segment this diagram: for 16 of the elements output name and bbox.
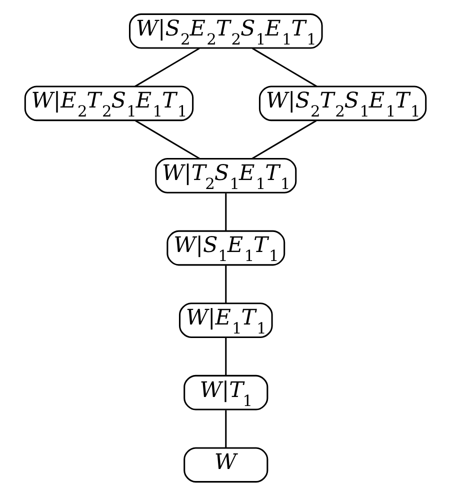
connector xyxy=(134,48,200,88)
connector xyxy=(225,338,227,376)
node-box: W|S$_{2}$T$_{2}$S$_{1}$E$_{1}$T$_{1}$ xyxy=(258,86,427,122)
node-box: W|S$_{1}$E$_{1}$T$_{1}$ xyxy=(166,230,286,266)
connector xyxy=(225,410,227,448)
node-box: W|T$_{2}$S$_{1}$E$_{1}$T$_{1}$ xyxy=(155,158,297,194)
node-box: W|S$_{2}$E$_{2}$T$_{2}$S$_{1}$E$_{1}$T$_{1}$ xyxy=(128,13,323,49)
connector xyxy=(225,193,227,231)
node-box: W xyxy=(184,447,268,483)
node-box: W|T$_{1}$ xyxy=(184,374,268,410)
connector xyxy=(225,266,227,304)
node-box: W|E$_{2}$T$_{2}$S$_{1}$E$_{1}$T$_{1}$ xyxy=(24,86,194,122)
node-box: W|E$_{1}$T$_{1}$ xyxy=(178,302,273,338)
connector xyxy=(252,48,318,88)
connector xyxy=(252,120,317,160)
connector xyxy=(135,120,200,160)
